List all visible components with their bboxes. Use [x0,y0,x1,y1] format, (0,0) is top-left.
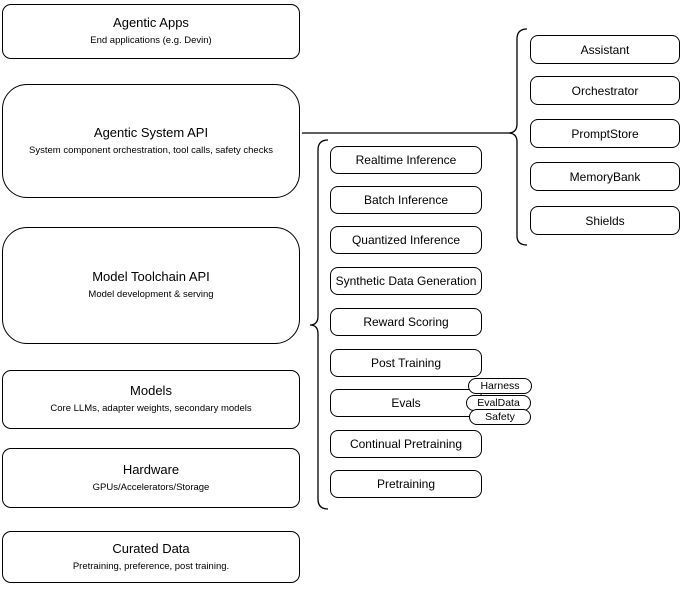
node-title: Agentic System API [93,124,209,140]
node-quantized-inference: Quantized Inference [330,226,482,254]
node-subtitle: Model development & serving [88,289,214,301]
node-subtitle: Pretraining, preference, post training. [72,560,230,572]
node-title: Model Toolchain API [92,269,210,285]
node-agentic-apps: Agentic Apps End applications (e.g. Devi… [2,4,300,59]
node-reward-scoring: Reward Scoring [330,308,482,336]
node-batch-inference: Batch Inference [330,186,482,214]
node-shields: Shields [530,206,680,235]
toolchain-group-brace [309,139,329,510]
node-synthetic-data-generation: Synthetic Data Generation [330,267,482,295]
node-hardware: Hardware GPUs/Accelerators/Storage [2,448,300,508]
node-subtitle: Core LLMs, adapter weights, secondary mo… [50,403,252,415]
node-orchestrator: Orchestrator [530,76,680,105]
components-group-brace [507,28,528,246]
node-title: Curated Data [112,540,190,556]
node-curated-data: Curated Data Pretraining, preference, po… [2,531,300,583]
node-models: Models Core LLMs, adapter weights, secon… [2,370,300,429]
node-pretraining: Pretraining [330,470,482,498]
node-post-training: Post Training [330,349,482,377]
node-subtitle: End applications (e.g. Devin) [90,35,212,47]
node-title: Agentic Apps [113,15,189,31]
node-promptstore: PromptStore [530,119,680,148]
node-assistant: Assistant [530,35,680,64]
node-title: Models [130,383,172,399]
node-realtime-inference: Realtime Inference [330,146,482,174]
node-model-toolchain-api: Model Toolchain API Model development & … [2,227,300,344]
node-subtitle: System component orchestration, tool cal… [29,144,273,156]
node-memorybank: MemoryBank [530,162,680,191]
node-agentic-system-api: Agentic System API System component orch… [2,84,300,198]
node-subtitle: GPUs/Accelerators/Storage [92,481,210,493]
node-title: Hardware [122,461,180,477]
node-continual-pretraining: Continual Pretraining [330,430,482,458]
tag-harness: Harness [468,378,532,394]
tag-safety: Safety [469,409,531,425]
node-evals: Evals [330,389,482,417]
